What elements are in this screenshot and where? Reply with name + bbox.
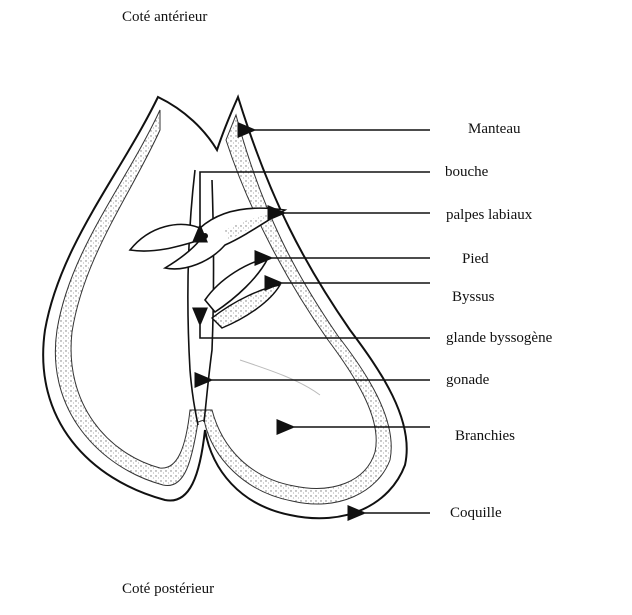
mouth-point [202, 233, 208, 239]
label-pied: Pied [462, 250, 489, 268]
label-byssus: Byssus [452, 288, 495, 306]
label-palpes-labiaux: palpes labiaux [446, 206, 532, 224]
label-cote-anterieur: Coté antérieur [122, 8, 207, 26]
label-manteau: Manteau [468, 120, 520, 138]
label-bouche: bouche [445, 163, 488, 181]
label-cote-posterieur: Coté postérieur [122, 580, 214, 598]
label-branchies: Branchies [455, 427, 515, 445]
label-coquille: Coquille [450, 504, 502, 522]
label-gonade: gonade [446, 371, 489, 389]
label-glande-byssogene: glande byssogène [446, 329, 552, 347]
